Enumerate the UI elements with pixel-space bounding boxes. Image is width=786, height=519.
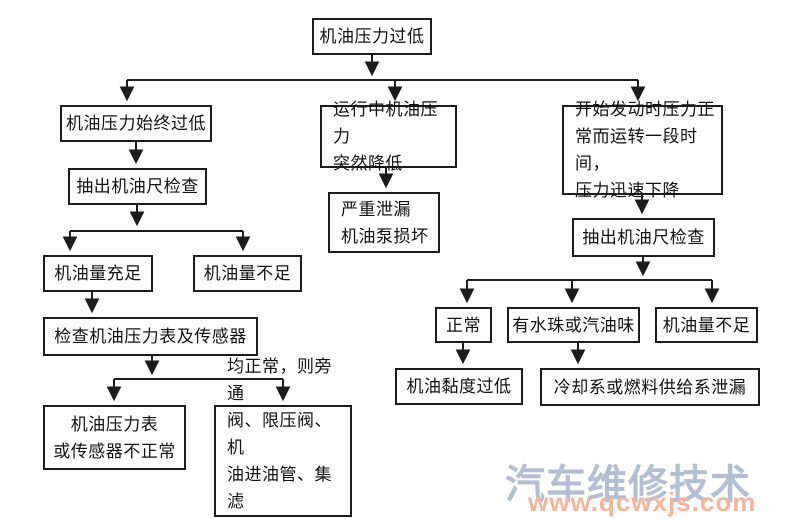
node-cooling-or-fuel-system-leak: 冷却系或燃料供给系泄漏: [540, 368, 760, 406]
node-pull-dipstick-left: 抽出机油尺检查: [68, 168, 207, 205]
node-label: 检查机油压力表及传感器: [54, 327, 247, 346]
node-pressure-always-low: 机油压力始终过低: [60, 105, 212, 142]
node-check-gauge-sensor: 检查机油压力表及传感器: [43, 317, 258, 356]
node-label: 机油量充足: [54, 264, 142, 283]
node-all-normal-component-faults: 均正常，则旁通 阀、限压阀、机 油进油管、集滤 器、机油泵故障: [214, 357, 352, 517]
watermark-site-name: 汽车维修技术网: [505, 463, 751, 507]
node-label: 均正常，则旁通 阀、限压阀、机 油进油管、集滤 器、机油泵故障: [227, 357, 332, 511]
node-label: 抽出机油尺检查: [76, 177, 199, 196]
node-label: 冷却系或燃料供给系泄漏: [553, 377, 747, 397]
node-oil-pressure-too-low: 机油压力过低: [312, 18, 432, 55]
node-label: 机油压力表 或传感器不正常: [53, 414, 176, 461]
node-label: 开始发动时压力正 常而运转一段时间， 压力迅速下降: [575, 100, 715, 200]
node-oil-insufficient-left: 机油量不足: [193, 255, 302, 292]
node-water-or-gasoline-smell: 有水珠或汽油味: [507, 307, 640, 343]
node-pull-dipstick-right: 抽出机油尺检查: [572, 218, 715, 257]
node-label: 严重泄漏 机油泵损坏: [341, 199, 429, 246]
watermark-site-url: www.qcwxjs.com: [528, 487, 757, 517]
node-label: 运行中机油压力 突然降低: [333, 100, 438, 173]
node-label: 机油量不足: [203, 264, 292, 283]
node-gauge-sensor-abnormal: 机油压力表 或传感器不正常: [43, 405, 186, 470]
node-oil-sufficient: 机油量充足: [43, 255, 153, 292]
node-normal: 正常: [435, 307, 492, 343]
node-label: 抽出机油尺检查: [582, 228, 705, 247]
node-sudden-pressure-drop: 运行中机油压力 突然降低: [320, 100, 457, 173]
connector-lines: [62, 55, 720, 402]
node-label: 机油量不足: [662, 315, 751, 335]
node-normal-start-then-drop: 开始发动时压力正 常而运转一段时间， 压力迅速下降: [562, 100, 723, 200]
node-label: 机油黏度过低: [406, 377, 512, 396]
node-label: 机油压力过低: [319, 27, 425, 46]
node-label: 正常: [446, 315, 481, 335]
node-label: 有水珠或汽油味: [512, 315, 635, 335]
node-viscosity-too-low: 机油黏度过低: [395, 368, 523, 405]
node-oil-insufficient-right: 机油量不足: [655, 307, 758, 343]
node-label: 机油压力始终过低: [66, 114, 206, 133]
node-severe-leak-pump-damaged: 严重泄漏 机油泵损坏: [328, 192, 440, 253]
